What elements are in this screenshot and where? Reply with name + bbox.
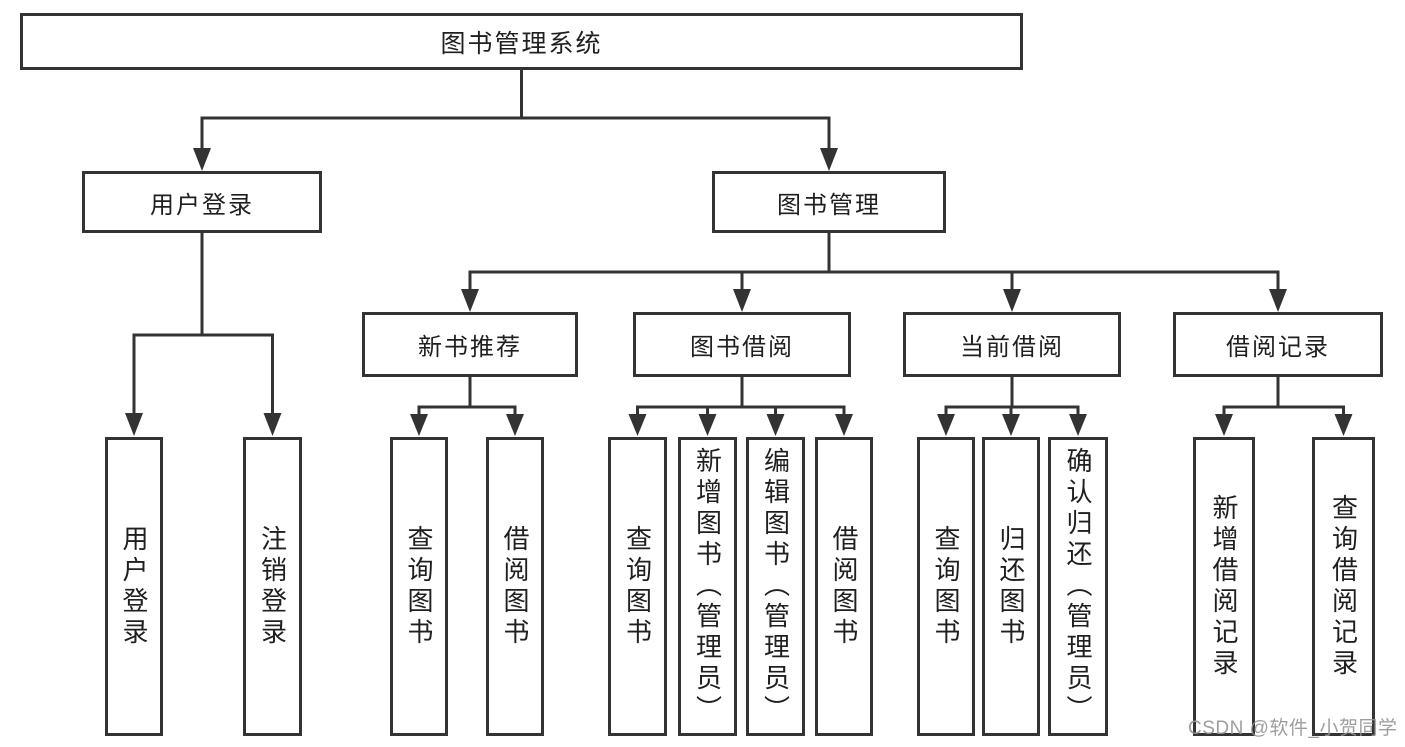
- leaf-user-login-label: 用户登录: [119, 524, 149, 649]
- node-library-system-label: 图书管理系统: [440, 29, 603, 58]
- leaf-query-books-recommend-label: 查询图书: [404, 524, 434, 649]
- node-user-login-label: 用户登录: [150, 191, 254, 219]
- leaf-query-books-current: 查询图书: [917, 437, 975, 736]
- leaf-logout: 注销登录: [243, 437, 302, 736]
- node-book-management-label: 图书管理: [777, 191, 881, 219]
- leaf-return-books: 归还图书: [982, 437, 1040, 736]
- leaf-borrow-books-recommend: 借阅图书: [486, 437, 544, 736]
- leaf-query-borrow-record-label: 查询借阅记录: [1328, 493, 1359, 680]
- arrowheads: [125, 148, 1353, 436]
- leaf-query-books-recommend: 查询图书: [390, 437, 448, 736]
- leaf-add-book-admin: 新增图书（管理员）: [678, 437, 737, 736]
- csdn-watermark: CSDN @软件_小贺同学: [1188, 718, 1398, 739]
- node-borrowing-records-label: 借阅记录: [1226, 334, 1330, 361]
- node-book-management: 图书管理: [712, 171, 946, 233]
- leaf-borrow-books-label: 借阅图书: [829, 524, 859, 649]
- leaf-query-books-borrow: 查询图书: [608, 437, 667, 736]
- leaf-add-book-admin-label: 新增图书（管理员）: [692, 447, 723, 726]
- leaf-edit-book-admin: 编辑图书（管理员）: [746, 437, 805, 736]
- leaf-return-books-label: 归还图书: [996, 524, 1026, 649]
- leaf-query-books-borrow-label: 查询图书: [622, 524, 653, 649]
- leaf-confirm-return-admin: 确认归还（管理员）: [1048, 437, 1108, 736]
- node-book-borrowing: 图书借阅: [633, 312, 851, 377]
- node-new-book-recommend-label: 新书推荐: [418, 334, 522, 361]
- node-book-borrowing-label: 图书借阅: [690, 334, 794, 361]
- leaf-edit-book-admin-label: 编辑图书（管理员）: [760, 447, 791, 726]
- leaf-add-borrow-record: 新增借阅记录: [1193, 437, 1255, 736]
- leaf-borrow-books: 借阅图书: [815, 437, 873, 736]
- node-new-book-recommend: 新书推荐: [362, 312, 578, 377]
- leaf-user-login: 用户登录: [105, 437, 163, 736]
- leaf-confirm-return-admin-label: 确认归还（管理员）: [1063, 447, 1093, 726]
- node-current-borrowing: 当前借阅: [903, 312, 1121, 377]
- node-library-system: 图书管理系统: [20, 13, 1023, 70]
- leaf-query-books-current-label: 查询图书: [931, 524, 961, 649]
- node-current-borrowing-label: 当前借阅: [960, 334, 1064, 361]
- leaf-borrow-books-recommend-label: 借阅图书: [500, 524, 530, 649]
- leaf-logout-label: 注销登录: [257, 524, 288, 649]
- leaf-add-borrow-record-label: 新增借阅记录: [1209, 493, 1239, 680]
- leaf-query-borrow-record: 查询借阅记录: [1312, 437, 1375, 736]
- node-user-login: 用户登录: [82, 171, 322, 233]
- node-borrowing-records: 借阅记录: [1173, 312, 1383, 377]
